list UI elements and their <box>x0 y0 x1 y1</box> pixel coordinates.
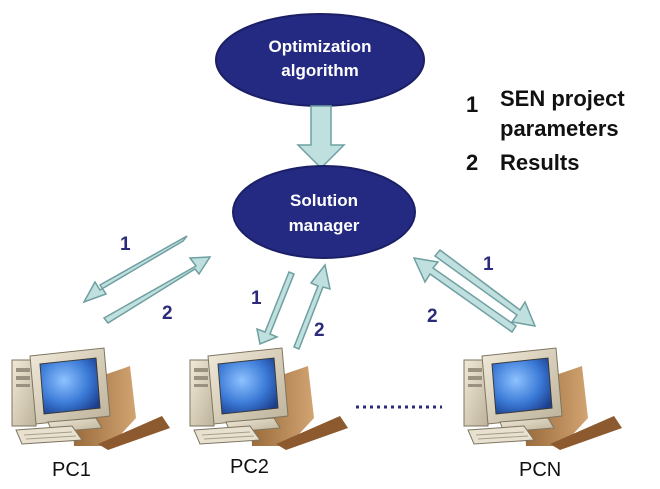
legend-1-number: 1 <box>466 92 478 117</box>
pc1-return-label: 2 <box>162 303 173 324</box>
pc1-send-arrow <box>82 235 188 304</box>
pc2-return-label: 2 <box>314 320 325 341</box>
pc1-send-label: 1 <box>120 234 131 255</box>
legend-1-line1: SEN project <box>500 86 625 111</box>
pc1-return-arrow <box>102 256 212 324</box>
solution-manager-node: Solution manager <box>232 165 416 259</box>
solution-manager-line2: manager <box>289 216 360 235</box>
optimization-algorithm-line1: Optimization <box>269 37 372 56</box>
legend-1-line2: parameters <box>500 116 619 141</box>
optimizer-to-manager-arrow <box>296 105 346 170</box>
pc1: PC1 <box>11 347 171 481</box>
pcn-return-label: 2 <box>427 306 438 327</box>
desktop-computer-icon <box>189 347 349 451</box>
legend-2-line1: Results <box>500 150 579 175</box>
pc2-send-arrow <box>255 271 295 346</box>
pcn-send-label: 1 <box>483 254 494 275</box>
pc1-label: PC1 <box>52 459 91 481</box>
pc2-arrows: 1 2 <box>251 263 331 350</box>
pc2: PC2 <box>189 347 349 478</box>
desktop-computer-icon <box>463 347 623 451</box>
pc2-send-label: 1 <box>251 288 262 309</box>
pcn-send-arrow <box>433 248 537 327</box>
pcn-arrows: 1 2 <box>412 248 537 334</box>
pcn: PCN <box>463 347 623 481</box>
pc2-label: PC2 <box>230 456 269 478</box>
solution-manager-line1: Solution <box>290 191 358 210</box>
optimization-algorithm-node: Optimization algorithm <box>215 13 425 107</box>
desktop-computer-icon <box>11 347 171 451</box>
pc2-return-arrow <box>293 263 331 350</box>
pc1-arrows: 1 2 <box>82 234 212 324</box>
pcn-label: PCN <box>519 459 561 481</box>
pcn-return-arrow <box>412 257 518 334</box>
legend-2-number: 2 <box>466 150 478 175</box>
optimization-algorithm-line2: algorithm <box>281 61 358 80</box>
legend: 1 SEN project parameters 2 Results <box>466 86 625 175</box>
